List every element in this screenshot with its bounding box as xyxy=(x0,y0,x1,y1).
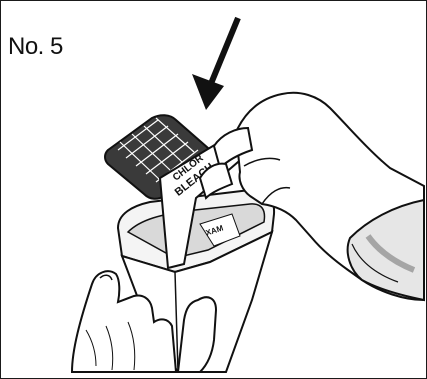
insert-arrow-icon xyxy=(192,18,238,110)
